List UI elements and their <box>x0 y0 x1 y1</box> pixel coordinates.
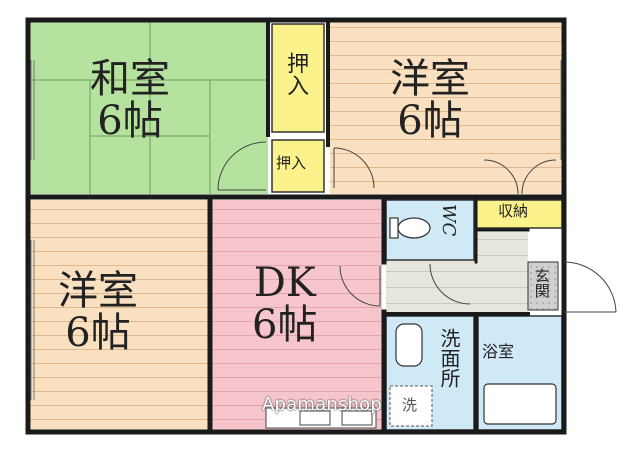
oshiire-top-floor <box>271 23 325 133</box>
washitsu-name: 和室 <box>90 56 170 102</box>
dk-label: DK 6帖 <box>252 262 317 346</box>
genkan-label: 玄関 <box>532 268 551 298</box>
windows <box>30 60 562 400</box>
youshitsu-left-label: 洋室 6帖 <box>58 270 138 354</box>
walls <box>25 17 567 435</box>
senmenjo-label: 洗面所 <box>437 328 461 388</box>
washitsu-label: 和室 6帖 <box>90 58 170 142</box>
kitchen-counter <box>265 407 377 429</box>
tatami-lines <box>30 22 268 194</box>
bathtub <box>483 383 557 425</box>
watermark-text: Apamanshop <box>262 394 382 415</box>
shuno-label: 収納 <box>498 202 529 220</box>
youshitsu-top-label: 洋室 6帖 <box>390 58 470 142</box>
sink <box>395 323 423 367</box>
washitsu-floor <box>30 22 268 194</box>
oshiire-top-label: 押入 <box>283 52 309 96</box>
yokushitsu-label: 浴室 <box>482 342 515 361</box>
toilet-tank <box>389 217 399 239</box>
youshitsu-left-name: 洋室 <box>58 268 138 314</box>
washitsu-size: 6帖 <box>97 98 163 144</box>
youshitsu-top-name: 洋室 <box>390 56 470 102</box>
dk-name: DK <box>253 260 316 306</box>
dk-floor <box>212 200 382 430</box>
oshiire-small-floor <box>271 139 325 193</box>
youshitsu-top-size: 6帖 <box>397 98 463 144</box>
sentaku-label: 洗 <box>402 396 418 414</box>
youshitsu-left-floor <box>30 200 208 430</box>
dk-size: 6帖 <box>252 302 318 348</box>
wc-label: WC <box>437 204 459 237</box>
washer-space <box>389 385 433 427</box>
youshitsu-top-floor <box>330 22 562 194</box>
genkan-floor <box>527 261 559 311</box>
toilet-bowl <box>397 217 431 239</box>
oshiire-small-label: 押入 <box>276 154 307 172</box>
youshitsu-left-size: 6帖 <box>65 310 131 356</box>
door-swings <box>217 141 617 313</box>
